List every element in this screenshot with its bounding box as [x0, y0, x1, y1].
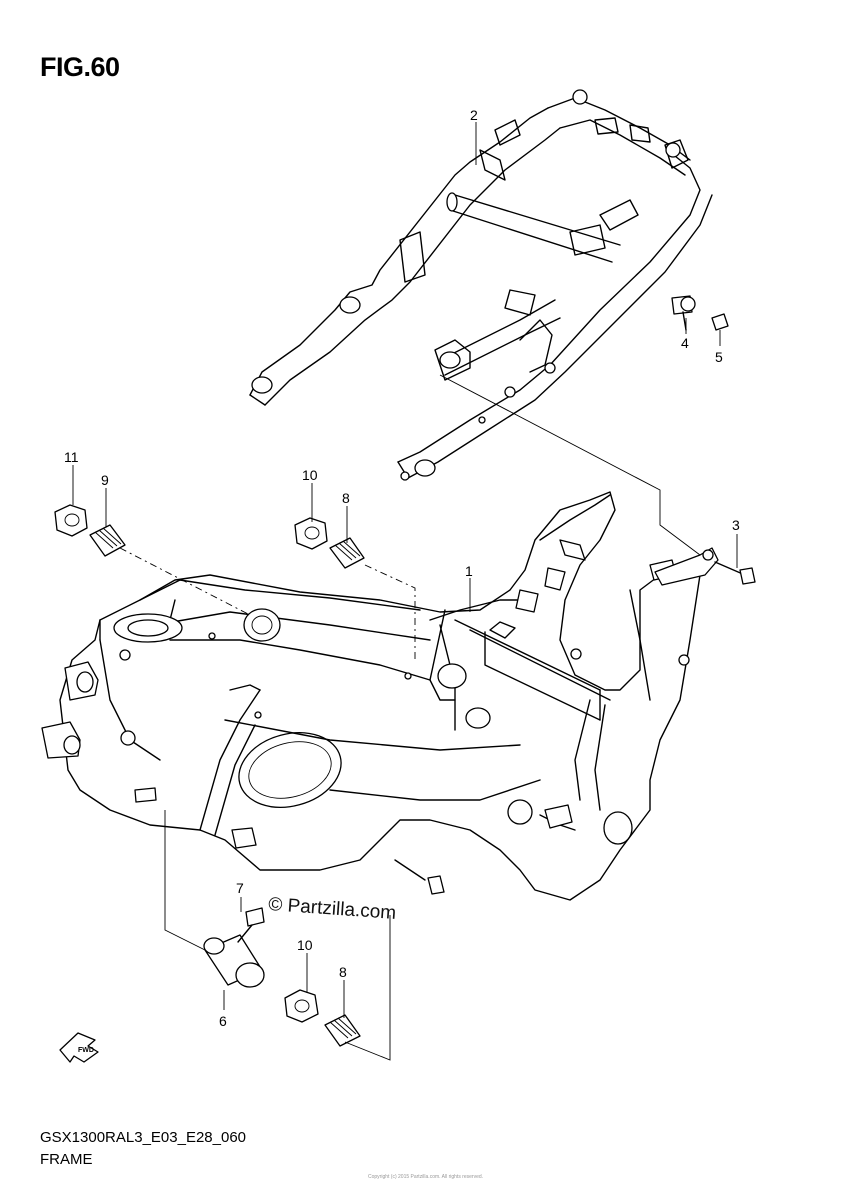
callout-11: 11 — [64, 449, 79, 465]
assembly-lines — [119, 374, 701, 1061]
fwd-arrow-icon: FWD — [59, 1032, 99, 1063]
callout-8-top: 8 — [342, 490, 350, 506]
copyright-fine-print: Copyright (c) 2015 Partzilla.com. All ri… — [368, 1174, 484, 1180]
nut-5 — [711, 313, 729, 331]
bushing-9 — [89, 524, 126, 557]
callout-2: 2 — [470, 107, 478, 123]
figure-title: FIG.60 — [40, 52, 120, 82]
callout-9: 9 — [101, 472, 109, 488]
nut-10-top — [294, 517, 328, 550]
callout-6: 6 — [219, 1013, 227, 1029]
bushing-8-top — [329, 537, 365, 569]
collar-6 — [203, 934, 265, 988]
callout-10-bottom: 10 — [297, 937, 313, 953]
main-frame — [41, 491, 701, 901]
seat-rail — [249, 89, 713, 481]
nut-11 — [54, 504, 88, 537]
bushing-8-bottom — [324, 1014, 361, 1047]
figure-name: FRAME — [40, 1151, 93, 1168]
callout-3: 3 — [732, 517, 740, 533]
partzilla-watermark: © Partzilla.com — [268, 894, 397, 924]
nut-10-bottom — [284, 989, 319, 1023]
bolt-7 — [237, 907, 265, 943]
callouts: 2 4 5 11 9 10 8 1 3 7 6 10 8 — [64, 107, 740, 1029]
callout-5: 5 — [715, 349, 723, 365]
callout-1: 1 — [465, 563, 473, 579]
rear-bolt-3 — [654, 547, 756, 586]
figure-code: GSX1300RAL3_E03_E28_060 — [40, 1129, 247, 1146]
callout-leaders — [72, 122, 738, 1018]
fwd-label: FWD — [78, 1047, 94, 1054]
callout-4: 4 — [681, 335, 689, 351]
callout-7: 7 — [236, 880, 244, 896]
callout-10-top: 10 — [302, 467, 318, 483]
bolt-4 — [671, 295, 696, 331]
callout-8-bottom: 8 — [339, 964, 347, 980]
